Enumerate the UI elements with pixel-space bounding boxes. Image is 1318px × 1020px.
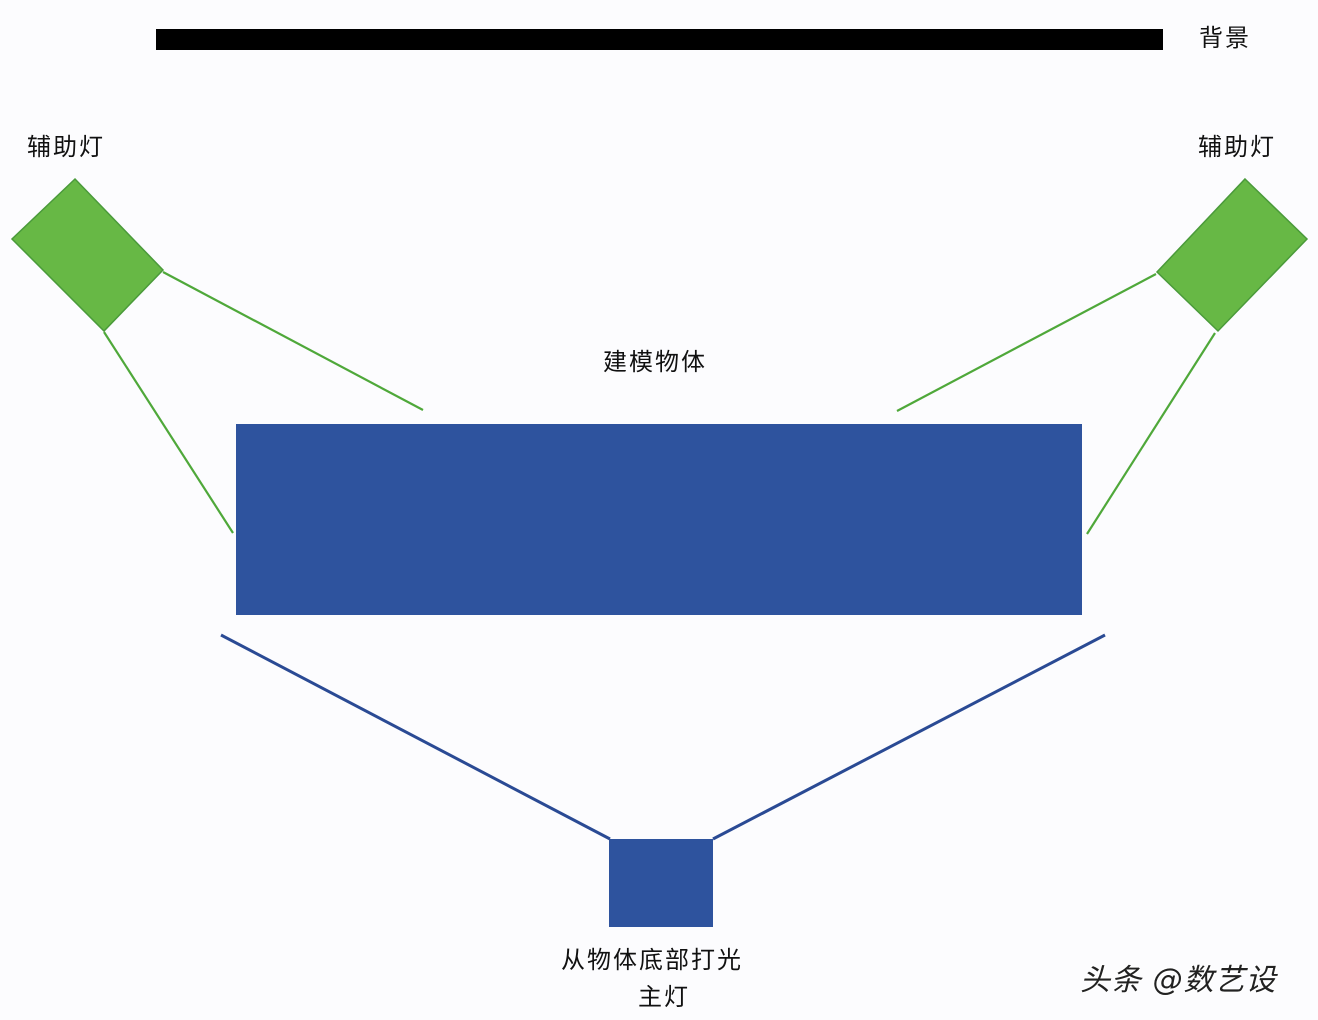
label-background: 背景: [1199, 24, 1251, 52]
fill-light-left-beam-bottom: [103, 331, 234, 534]
label-fill-light-right: 辅助灯: [1198, 133, 1276, 161]
watermark: 头条 @数艺设: [1080, 963, 1277, 998]
fill-light-right-beam-top: [896, 273, 1157, 412]
label-main-light: 主灯: [638, 983, 690, 1011]
label-fill-light-left: 辅助灯: [27, 133, 105, 161]
main-light-beam-right: [712, 633, 1106, 841]
fill-light-left-beam-top: [162, 271, 424, 411]
fill-light-right-beam-bottom: [1086, 332, 1216, 535]
modeled-object: [236, 424, 1082, 615]
fill-light-left: [10, 177, 165, 333]
background-bar: [156, 29, 1163, 50]
label-main-light-description: 从物体底部打光: [561, 946, 743, 974]
label-modeled-object: 建模物体: [603, 348, 707, 376]
fill-light-right: [1155, 177, 1309, 333]
main-light: [609, 839, 713, 927]
main-light-beam-left: [220, 633, 611, 841]
